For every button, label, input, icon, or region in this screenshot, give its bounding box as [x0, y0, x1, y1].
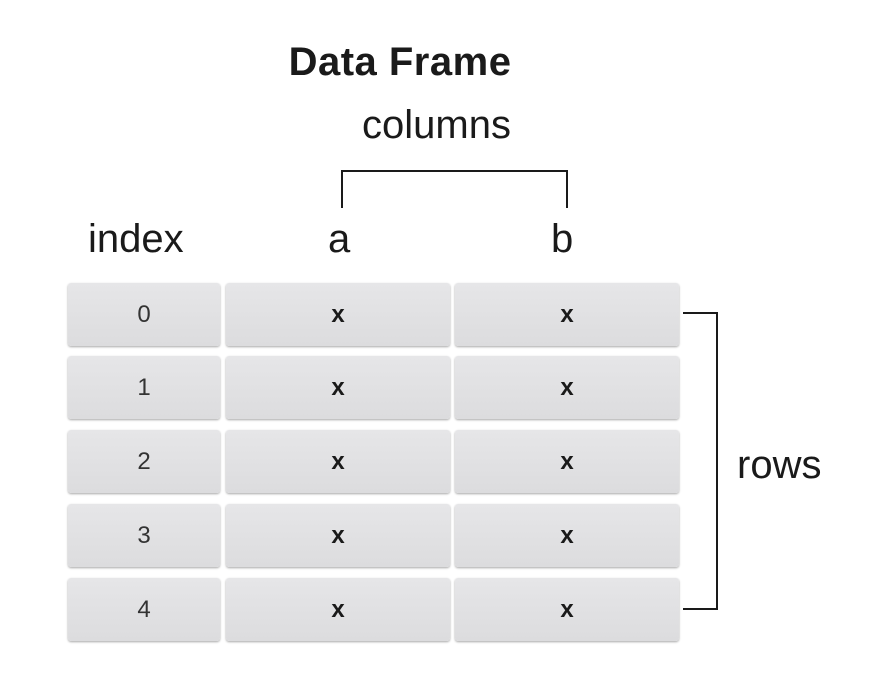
index-label: index: [88, 217, 184, 261]
index-cell: 3: [68, 504, 220, 567]
index-cell: 0: [68, 283, 220, 346]
value-cell-b: x: [455, 504, 679, 567]
column-b-header: b: [551, 217, 574, 261]
rows-label: rows: [737, 443, 822, 487]
index-cell: 2: [68, 430, 220, 493]
value-cell-a: x: [226, 283, 450, 346]
value-cell-a: x: [226, 356, 450, 419]
index-cell: 1: [68, 356, 220, 419]
value-cell-a: x: [226, 578, 450, 641]
diagram-title: Data Frame: [288, 40, 512, 84]
value-cell-b: x: [455, 356, 679, 419]
value-cell-a: x: [226, 504, 450, 567]
column-a-header: a: [328, 217, 351, 261]
columns-label: columns: [362, 103, 511, 147]
value-cell-b: x: [455, 283, 679, 346]
index-cell: 4: [68, 578, 220, 641]
value-cell-b: x: [455, 578, 679, 641]
value-cell-b: x: [455, 430, 679, 493]
columns-bracket: [341, 170, 568, 208]
value-cell-a: x: [226, 430, 450, 493]
rows-bracket: [683, 312, 718, 610]
